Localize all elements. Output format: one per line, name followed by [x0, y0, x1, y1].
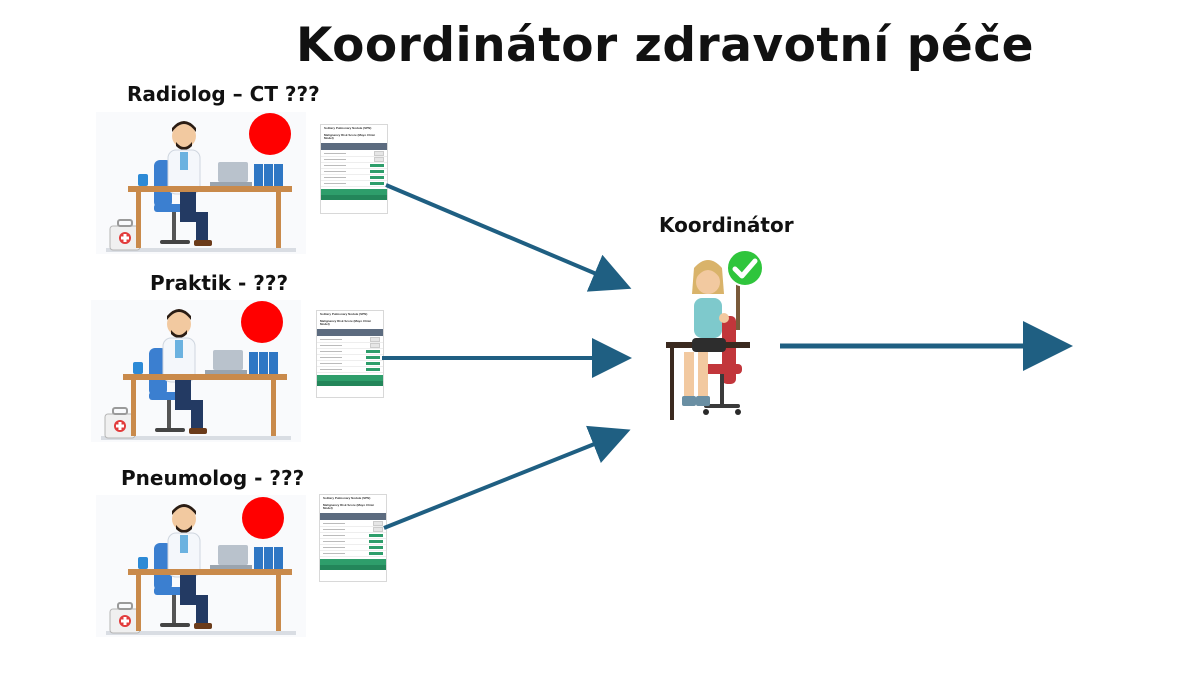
- form-header-band: [321, 142, 387, 150]
- coordinator-illustration: [664, 254, 776, 424]
- doctor-label-praktik: Praktik - ???: [150, 271, 289, 295]
- form-title-line2: Malignancy Risk Score (Mayo Clinic Model…: [324, 132, 376, 141]
- form-row: [321, 150, 387, 157]
- form-result-bar: [321, 188, 387, 195]
- form-row: [321, 163, 387, 169]
- doctor-label-radiolog: Radiolog – CT ???: [127, 82, 320, 106]
- form-row: [321, 175, 387, 181]
- form-title-line1: Solitary Pulmonary Nodule (SPN): [320, 312, 368, 316]
- form-footer-bar: [320, 564, 386, 570]
- page-title: Koordinátor zdravotní péče: [295, 18, 1035, 73]
- form-result-bar: [320, 558, 386, 565]
- doctor-label-pneumolog: Pneumolog - ???: [121, 466, 305, 490]
- form-row: [317, 342, 383, 349]
- doctor-illustration-radiolog: [96, 112, 306, 254]
- form-row: [321, 169, 387, 175]
- form-title-line1: Solitary Pulmonary Nodule (SPN): [323, 496, 371, 500]
- risk-form-thumbnail-praktik: Solitary Pulmonary Nodule (SPN) Malignan…: [316, 310, 384, 398]
- form-row: [320, 520, 386, 527]
- form-row: [320, 526, 386, 533]
- form-header-band: [317, 328, 383, 336]
- doctor-at-desk-icon: [96, 112, 306, 254]
- form-row: [317, 349, 383, 355]
- form-footer-bar: [317, 380, 383, 386]
- form-result-bar: [317, 374, 383, 381]
- form-row: [320, 551, 386, 557]
- form-row: [320, 533, 386, 539]
- form-row: [320, 539, 386, 545]
- form-row: [317, 361, 383, 367]
- arrow-pneumolog-to-coordinator: [383, 425, 631, 530]
- form-footer-bar: [321, 194, 387, 200]
- form-row: [321, 156, 387, 163]
- status-dot-radiolog: [249, 113, 291, 155]
- form-row: [317, 336, 383, 343]
- arrow-radiolog-to-coordinator: [385, 183, 632, 292]
- form-header-band: [320, 512, 386, 520]
- form-row: [321, 181, 387, 187]
- form-row: [320, 545, 386, 551]
- coordinator-woman-icon: [666, 260, 750, 420]
- form-row: [317, 367, 383, 373]
- form-title-line2: Malignancy Risk Score (Mayo Clinic Model…: [320, 318, 372, 327]
- coordinator-label: Koordinátor: [659, 213, 794, 237]
- risk-form-thumbnail-radiolog: Solitary Pulmonary Nodule (SPN) Malignan…: [320, 124, 388, 214]
- status-dot-praktik: [241, 301, 283, 343]
- status-dot-pneumolog: [242, 497, 284, 539]
- form-title-line2: Malignancy Risk Score (Mayo Clinic Model…: [323, 502, 375, 511]
- check-icon: [726, 249, 764, 287]
- form-title-line1: Solitary Pulmonary Nodule (SPN): [324, 126, 372, 130]
- risk-form-thumbnail-pneumolog: Solitary Pulmonary Nodule (SPN) Malignan…: [319, 494, 387, 582]
- form-row: [317, 355, 383, 361]
